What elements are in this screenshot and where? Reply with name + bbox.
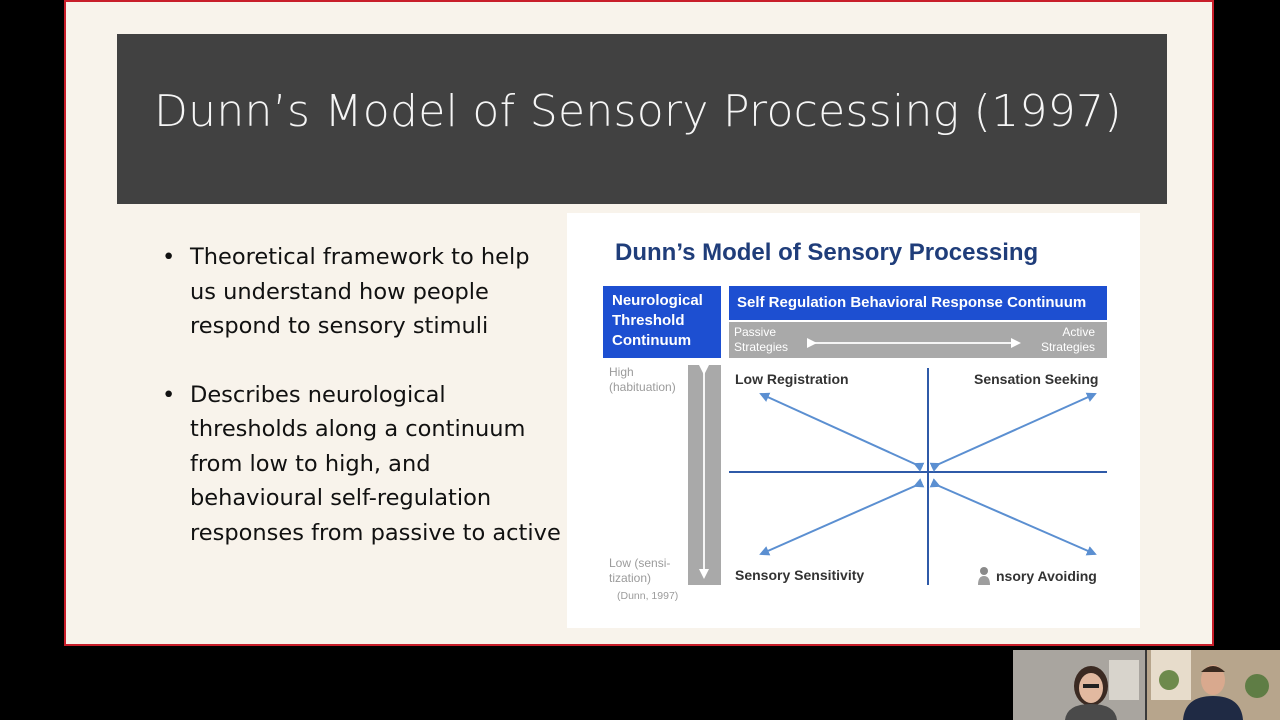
citation: (Dunn, 1997) [617, 590, 679, 602]
arrow-sensation-seeking [929, 392, 1097, 472]
bullet-item: Theoretical framework to help us underst… [162, 240, 562, 344]
active-strategies-label: Active Strategies [1040, 325, 1095, 354]
sensation-seeking-label: Sensation Seeking [974, 371, 1099, 387]
sensory-avoiding-label: nsory Avoiding [996, 568, 1097, 584]
arrow-sensory-avoiding [929, 478, 1097, 556]
participant-video-tile[interactable] [1147, 650, 1280, 720]
video-call-thumbnails [1013, 650, 1280, 720]
person-icon [1147, 650, 1280, 720]
self-regulation-box: Self Regulation Behavioral Response Cont… [729, 286, 1107, 320]
figure-title: Dunn’s Model of Sensory Processing [615, 239, 1039, 266]
strategies-bar: Passive Strategies Active Strategies [729, 322, 1107, 358]
avatar-icon [978, 567, 990, 585]
arrow-low-registration [759, 392, 925, 472]
bullet-list: Theoretical framework to help us underst… [162, 240, 562, 584]
participant-video-tile[interactable] [1013, 650, 1145, 720]
slide-title: Dunn’s Model of Sensory Processing (1997… [154, 86, 1122, 137]
sensory-sensitivity-label: Sensory Sensitivity [735, 567, 865, 583]
neurological-threshold-box: Neurological Threshold Continuum [603, 286, 721, 358]
bullet-item: Describes neurological thresholds along … [162, 378, 562, 551]
high-label: High (habituation) [609, 365, 676, 394]
arrow-sensory-sensitivity [759, 478, 925, 556]
low-registration-label: Low Registration [735, 371, 849, 387]
dunn-model-figure: Dunn’s Model of Sensory Processing Neuro… [567, 213, 1140, 628]
neurological-threshold-label: Neurological Threshold Continuum [612, 292, 703, 349]
slide: Dunn’s Model of Sensory Processing (1997… [64, 0, 1214, 646]
title-bar: Dunn’s Model of Sensory Processing (1997… [117, 34, 1167, 204]
diagram-lines [699, 338, 1107, 585]
passive-strategies-label: Passive Strategies [734, 325, 789, 354]
person-icon [1013, 650, 1145, 720]
low-label: Low (sensi- tization) [609, 556, 671, 585]
